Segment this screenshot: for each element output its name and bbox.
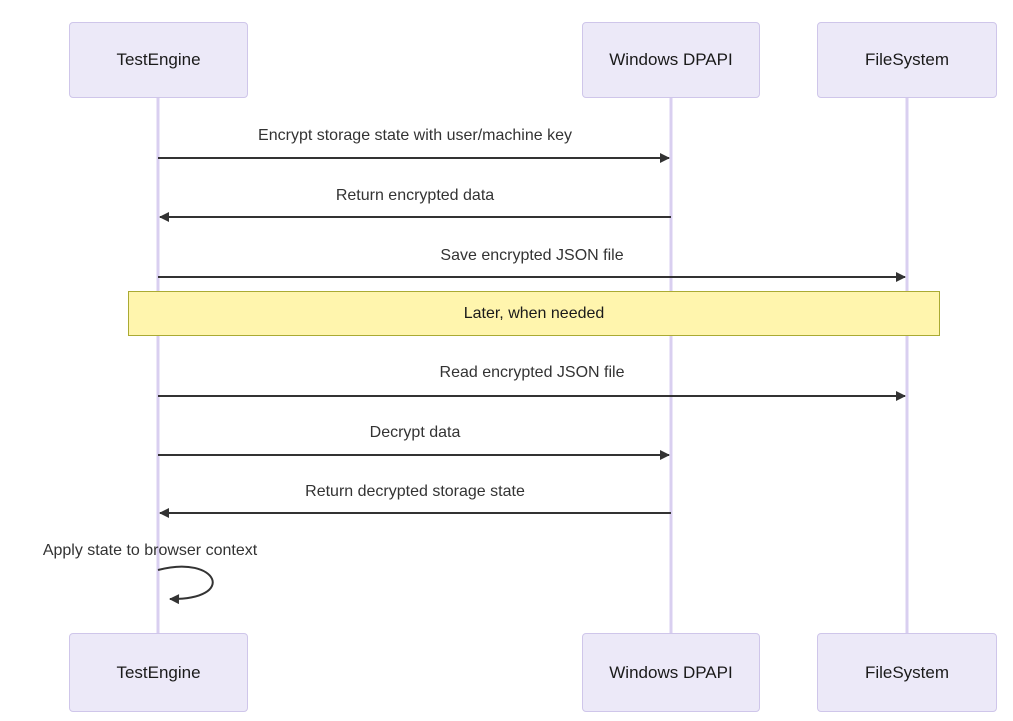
note-later-when-needed: Later, when needed: [128, 291, 940, 336]
self-loop-arrow-apply-state: [157, 565, 214, 605]
actor-top-windows-dpapi: Windows DPAPI: [582, 22, 760, 98]
message-label-decrypt: Decrypt data: [369, 424, 461, 441]
message-label-encrypt: Encrypt storage state with user/machine …: [258, 127, 572, 144]
actor-label: TestEngine: [116, 50, 201, 69]
actor-label: FileSystem: [864, 662, 950, 682]
actor-label: TestEngine: [116, 662, 201, 682]
actor-label: FileSystem: [864, 50, 950, 69]
actor-top-filesystem: FileSystem: [817, 22, 997, 98]
message-label-return-encrypted: Return encrypted data: [335, 187, 495, 204]
actor-top-testengine: TestEngine: [69, 22, 248, 98]
actor-label: Windows DPAPI: [609, 50, 733, 69]
actor-bottom-testengine: TestEngine: [69, 633, 248, 712]
message-label-save-json: Save encrypted JSON file: [440, 247, 624, 264]
message-label-apply-state: Apply state to browser context: [42, 542, 258, 559]
message-label-read-json: Read encrypted JSON file: [439, 364, 625, 381]
actor-bottom-windows-dpapi: Windows DPAPI: [582, 633, 760, 712]
message-label-return-decrypted: Return decrypted storage state: [305, 483, 525, 500]
actor-label: Windows DPAPI: [609, 662, 733, 682]
actor-bottom-filesystem: FileSystem: [817, 633, 997, 712]
note-label: Later, when needed: [463, 304, 605, 322]
